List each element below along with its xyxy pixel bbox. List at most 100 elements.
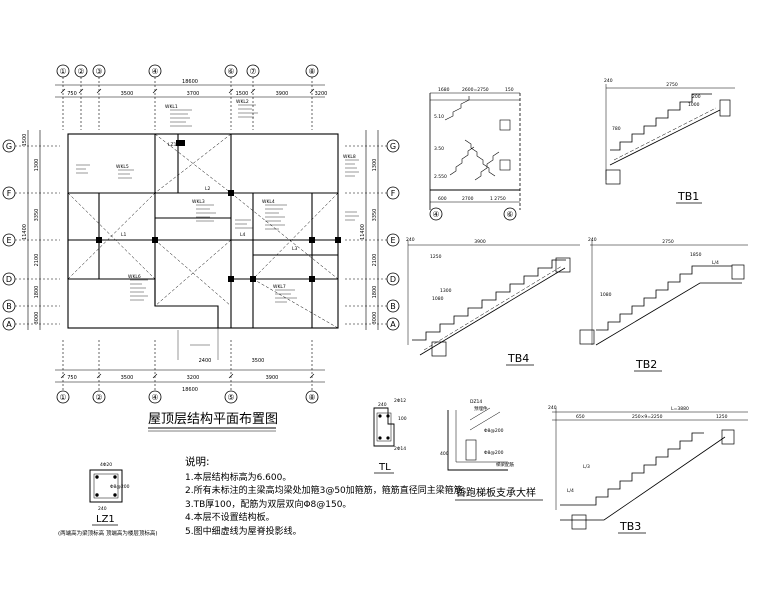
tb4-dim-4: 240 <box>406 237 415 243</box>
tb2-dim-2: L/4 <box>712 260 719 266</box>
label-l4: L4 <box>240 232 246 238</box>
stair-dim-top-2: 150 <box>505 87 514 93</box>
axis-bottom-8: ⑧ <box>308 393 315 402</box>
dim-left-3: 1800 <box>34 286 40 299</box>
support-label-0: 预埋件 <box>474 405 488 412</box>
lz1-dim-0: 4Φ20 <box>100 462 112 468</box>
dim-bottom-3: 3900 <box>266 375 279 381</box>
roof-structure-plan: 18600 750 3500 3700 1500 3900 3200 18600… <box>2 64 400 432</box>
tb2-dim-3: 1080 <box>600 292 612 298</box>
ridge-projection-lines <box>67 133 339 329</box>
stair-detail-tb2: 2750 1850 L/4 1080 240 TB2 <box>579 237 748 372</box>
dim-right-1: 3350 <box>372 209 378 222</box>
note-item-3: 3.TB厚100，配筋为双层双向Φ8@150。 <box>185 499 352 510</box>
tl-dim-3: 2Φ14 <box>394 446 406 452</box>
dim-right-total: 11400 <box>360 224 366 240</box>
dim-top-5: 3200 <box>315 91 328 97</box>
notes-heading: 说明: <box>185 456 210 468</box>
axis-bottom-4: ④ <box>151 393 158 402</box>
note-item-5: 5.图中细虚线为屋脊投影线。 <box>185 526 302 537</box>
lz1-label: LZ1 <box>96 514 115 525</box>
tb3-label: TB3 <box>619 520 641 533</box>
stair-level-2: 2.550 <box>434 174 447 180</box>
label-wkl6: WKL6 <box>128 274 141 280</box>
support-label-2: Φ8@200 <box>484 450 504 456</box>
tb2-dim-4: 240 <box>588 237 597 243</box>
tb1-dim-4: 240 <box>604 78 613 84</box>
tb2-dim-0: 2750 <box>662 239 674 245</box>
stair-level-1: 3.50 <box>434 146 444 152</box>
tb1-label: TB1 <box>677 190 699 203</box>
tb4-dim-0: 3900 <box>474 239 486 245</box>
dim-left-total: 11400 <box>22 224 28 240</box>
support-label-5: 梯梁配筋 <box>496 461 514 468</box>
axis-right-E: E <box>390 236 395 245</box>
stair-level-0: 5.10 <box>434 114 444 120</box>
dim-top-2: 3700 <box>187 91 200 97</box>
axis-bottom-5: ⑤ <box>227 393 234 402</box>
tb3-dim-4: L/3 <box>583 464 590 470</box>
label-l1: L1 <box>121 232 127 238</box>
axis-bottom-1: ① <box>59 393 66 402</box>
axis-top-3: ③ <box>95 67 102 76</box>
tl-label: TL <box>378 462 391 473</box>
dim-bottom-4: 2400 <box>199 358 212 364</box>
tl-dim-0: 240 <box>378 402 387 408</box>
stair-axis-4: ④ <box>432 210 439 219</box>
tl-beam-section: 240 100 2Φ12 2Φ14 TL <box>373 398 407 474</box>
stair-dim-bottom-0: 600 <box>438 196 447 202</box>
lz1-dim-2: 240 <box>98 506 107 512</box>
columns <box>96 140 341 282</box>
support-label-3: 400 <box>440 451 449 457</box>
stair-section: 1680 2600=2750 150 600 2700 1 2750 5.10 … <box>429 87 521 221</box>
axis-left-F: F <box>7 189 12 198</box>
tb3-dim-6: 240 <box>548 405 557 411</box>
label-wkl2: WKL2 <box>236 99 249 105</box>
tb3-dim-0: L=3880 <box>671 406 689 412</box>
plan-beams <box>67 133 339 329</box>
axis-left-G: G <box>6 142 12 151</box>
axis-right-D: D <box>390 275 396 284</box>
axis-top-4: ④ <box>151 67 158 76</box>
plan-dimension-lines <box>15 77 387 391</box>
dim-left-4: 3000 <box>34 312 40 325</box>
support-title: 首跑梯板支承大样 <box>456 486 536 499</box>
note-item-2: 2.所有未标注的主梁高均梁处加箍3@50加箍筋，箍筋直径同主梁箍筋。 <box>185 486 472 497</box>
lz1-column-section: 4Φ20 Φ8@200 240 LZ1 (两端高为梁顶标高 顶端高为楼层顶标高) <box>58 462 158 537</box>
dim-right-0: 1300 <box>372 159 378 172</box>
axis-top-1: ① <box>59 67 66 76</box>
label-l2: L2 <box>205 186 211 192</box>
dim-left-1: 3350 <box>34 209 40 222</box>
tb4-dim-3: 1080 <box>432 296 444 302</box>
label-l3: L3 <box>292 246 298 252</box>
note-item-4: 4.本层不设置结构板。 <box>185 513 275 524</box>
label-lz1: LZ1 <box>168 142 177 148</box>
tb3-dim-1: 1250 <box>716 414 728 420</box>
tb4-label: TB4 <box>507 352 529 365</box>
axis-right-F: F <box>391 189 396 198</box>
stair-dim-bottom-1: 2700 <box>462 196 474 202</box>
tl-dim-2: 2Φ12 <box>394 398 406 404</box>
support-label-4: DZ14 <box>470 399 482 405</box>
lz1-dim-1: Φ8@200 <box>110 484 130 490</box>
dim-right-3: 1800 <box>372 286 378 299</box>
tb3-dim-3: 250×9=2250 <box>632 414 663 420</box>
axis-right-B: B <box>390 302 396 311</box>
dim-bottom-5: 3500 <box>252 358 265 364</box>
stair-detail-tb3: L=3880 1250 650 250×9=2250 L/3 L/4 240 T… <box>548 405 748 534</box>
label-wkl5: WKL5 <box>116 164 129 170</box>
tb2-dim-1: 1850 <box>690 252 702 258</box>
dim-bottom-total: 18600 <box>182 387 198 393</box>
dim-bottom-1: 3500 <box>121 375 134 381</box>
dim-top-1: 3500 <box>121 91 134 97</box>
axis-right-G: G <box>390 142 396 151</box>
tb1-dim-2: 1000 <box>688 102 700 108</box>
stair-dim-top-0: 1680 <box>438 87 450 93</box>
tb3-dim-5: L/4 <box>567 488 574 494</box>
axis-bottom-2: ② <box>95 393 102 402</box>
stair-detail-tb4: 3900 1250 1300 1080 240 TB4 <box>406 237 580 366</box>
tb4-dim-1: 1250 <box>430 254 442 260</box>
axis-left-D: D <box>6 275 12 284</box>
label-wkl1: WKL1 <box>165 104 178 110</box>
stair-dim-bottom-2: 1 2750 <box>490 196 506 202</box>
